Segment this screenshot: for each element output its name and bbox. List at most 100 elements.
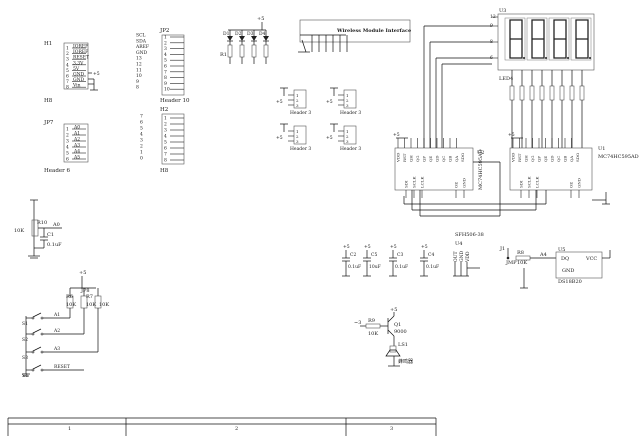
digit-dp — [545, 57, 547, 59]
led-resistor — [251, 44, 257, 58]
u2-top-pin-label: RST — [402, 153, 407, 162]
switch-ref: S2 — [22, 337, 28, 343]
wireless-gnd-lead — [301, 39, 307, 53]
u2-bottom-pin-label: SCLK — [412, 176, 417, 188]
h1-pin-num: 1 — [66, 46, 69, 52]
r8-ref: R8 — [517, 250, 524, 256]
switch-contact — [31, 316, 35, 320]
ir-receiver-u4: SFH506-38 U4 OUT GND VDD — [453, 232, 484, 277]
r9-value: 10K — [368, 331, 378, 337]
h3-name: Header 3 — [340, 146, 361, 152]
u5-net-a4: A4 — [539, 252, 547, 258]
h3-pin-num: 3 — [296, 103, 299, 108]
digit-dp — [523, 57, 525, 59]
switch-network: +5 JP8 R6 10K R7 10K 10K S1A1S2A2S3A3S4R… — [22, 270, 109, 379]
jp2-pin-name: 10 — [136, 73, 142, 79]
disp-ref: U3 — [499, 8, 506, 14]
h3-pin-num: 2 — [296, 134, 299, 139]
u2-name: MC74HC595AD — [478, 149, 484, 190]
q1-vcc: +5 — [390, 307, 397, 313]
h1-pin-name: IOREF — [73, 49, 88, 55]
u1-top-pin-label: QA — [569, 156, 574, 162]
u2-top-pin-label: QH — [409, 155, 414, 162]
h1-ref: H1 — [44, 41, 52, 47]
disp-seg-resistor — [579, 85, 585, 101]
led-symbol — [239, 36, 245, 41]
sfh-pin-gnd: GND — [459, 250, 465, 262]
c1-ref: C1 — [47, 232, 54, 238]
switch-lever — [32, 346, 42, 352]
u1-name: MC74HC595AD — [598, 154, 639, 160]
r8-value: 10K — [517, 260, 527, 266]
h3-box — [293, 125, 307, 145]
h1-pin-num: 7 — [66, 79, 69, 85]
sfh-name: SFH506-38 — [455, 232, 484, 238]
h3-pin-num: 3 — [346, 103, 349, 108]
led-resistor — [227, 44, 233, 58]
h1-pin-name: Vin — [72, 83, 81, 89]
u2-top-pin-label: QA — [454, 156, 459, 162]
h2-pin-name: 3 — [140, 138, 143, 144]
u2-sdo-label: SDO — [460, 152, 465, 162]
digit-segments — [575, 19, 589, 59]
jp2-pin-num: 7 — [164, 69, 167, 75]
led-vcc: +5 — [257, 16, 264, 22]
r6-ref: R6 — [66, 294, 73, 300]
u5-pin-vcc: VCC — [585, 256, 597, 262]
j1-ref: J1 — [499, 246, 505, 252]
u1-top-pin-label: QE — [543, 156, 548, 162]
wireless-module: Wireless Module Interface — [298, 19, 411, 53]
buzzer-driver: ~3 R9 10K Q1 9000 +5 LS1 蜂鸣器 — [354, 307, 413, 367]
cap-value: 0.1uF — [426, 264, 439, 270]
h3-box — [343, 125, 357, 145]
disp-seg-resistor — [519, 85, 525, 101]
h2-pin-name: 2 — [140, 144, 143, 150]
switch-net-label: A3 — [53, 346, 60, 352]
frame-zone-3: 3 — [390, 426, 393, 432]
frame-zone-1: 1 — [68, 426, 71, 432]
u1-bottom-pin-label: LCLK — [535, 176, 540, 188]
jp2-pin-num: 5 — [164, 58, 167, 64]
jp7-pin-name: A1 — [73, 131, 80, 137]
jp7-ref: JP7 — [43, 120, 54, 126]
switch-net-label: A2 — [53, 328, 60, 334]
led-symbol — [227, 36, 233, 41]
h1-pin-name: GND — [73, 77, 85, 83]
h2-pin-name: 0 — [140, 156, 143, 162]
jp2-pin-name: 13 — [136, 56, 142, 62]
h3-pin-num: 3 — [296, 139, 299, 144]
u2-vcc-label: +5 — [393, 132, 400, 138]
c1-value: 0.1uF — [47, 242, 62, 248]
buzzer-label: 蜂鸣器 — [398, 358, 413, 365]
h3-vcc: +5 — [326, 99, 333, 105]
jp2-pin-num: 9 — [164, 81, 167, 87]
disp-seg-resistor — [539, 85, 545, 101]
h3-pin-num: 1 — [296, 93, 299, 98]
switch-net-label: RESET — [54, 364, 70, 370]
u2-top-pin-label: VDD — [396, 153, 401, 163]
switch-ref: S3 — [22, 355, 28, 361]
h3-box — [343, 89, 357, 109]
h2-pin-num: 8 — [164, 158, 167, 164]
jp7-pin-name: A3 — [73, 143, 80, 149]
disp-seg-resistor — [559, 85, 565, 101]
h3-vcc: +5 — [276, 99, 283, 105]
h3-pin-num: 2 — [346, 98, 349, 103]
jp7-pin-name: A5 — [73, 155, 80, 161]
digit-dp — [589, 57, 591, 59]
u2-bottom-pin-label: GND — [462, 178, 467, 188]
ls1-ref: LS1 — [398, 342, 408, 348]
jp2-pin-num: 1 — [164, 35, 167, 41]
u2-bottom-pin-label: LCLK — [420, 176, 425, 188]
h3-name: Header 3 — [290, 146, 311, 152]
u2-ref: U2 — [477, 150, 484, 156]
led-ref: D1 — [223, 31, 230, 37]
h1-pin-name: GND — [73, 72, 85, 78]
h1-pin-num: 2 — [66, 51, 69, 57]
u2-top-pin-label: QC — [441, 156, 446, 162]
h1-pin-num: 5 — [66, 68, 69, 74]
u2-top-pin-label: QG — [415, 156, 420, 162]
